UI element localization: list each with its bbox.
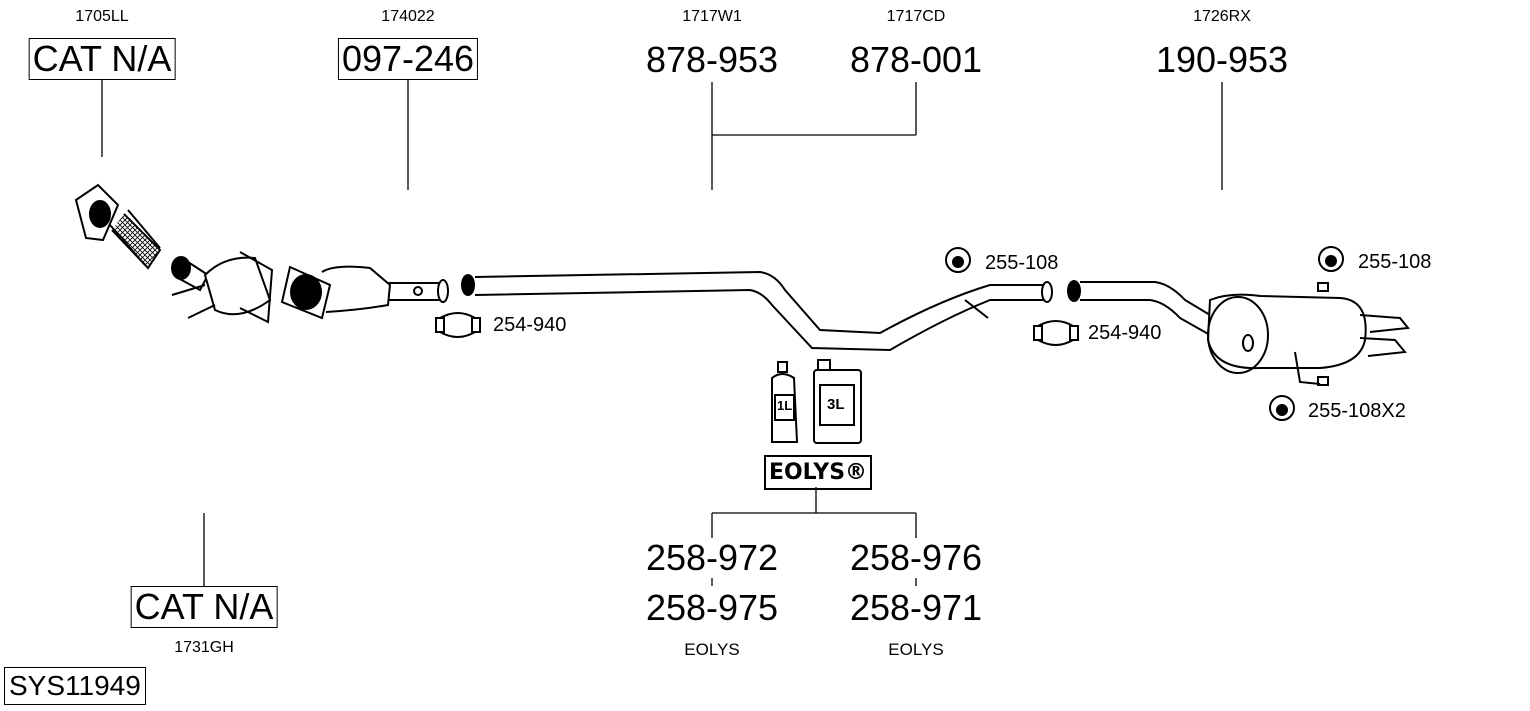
hanger-label-2[interactable]: 255-108	[1358, 251, 1432, 273]
hanger-label-1[interactable]: 255-108	[985, 252, 1059, 274]
rear-muffler-part	[1067, 280, 1410, 386]
hanger-label-3[interactable]: 255-108X2	[1308, 400, 1406, 422]
catalyst-2-part	[280, 265, 449, 320]
part-ref-1731gh: 1731GH	[174, 639, 234, 656]
bottle-1l-label: 1L	[777, 398, 793, 413]
leader-lines	[101, 80, 1223, 586]
clamp-label-2[interactable]: 254-940	[1088, 322, 1162, 344]
catalyst-1-part	[171, 251, 274, 324]
clamp-label-1[interactable]: 254-940	[493, 314, 567, 336]
bottle-3l-label: 3L	[827, 396, 845, 413]
part-number-878-953[interactable]: 878-953	[645, 39, 779, 80]
part-number-878-001[interactable]: 878-001	[849, 39, 983, 80]
part-ref-174022: 174022	[381, 8, 435, 25]
eolys-bottle-3l-icon	[813, 359, 862, 444]
part-number-cat-na-1[interactable]: CAT N/A	[28, 38, 176, 80]
part-ref-1705ll: 1705LL	[75, 8, 129, 25]
part-ref-1726rx: 1726RX	[1193, 8, 1251, 25]
part-ref-1717cd: 1717CD	[886, 8, 946, 25]
part-number-cat-na-2[interactable]: CAT N/A	[130, 586, 278, 628]
part-number-258-972[interactable]: 258-972	[645, 537, 779, 578]
rubber-hanger-icon	[1318, 246, 1344, 272]
clamp-icon	[435, 312, 481, 338]
rubber-hanger-icon	[945, 247, 971, 273]
part-ref-1717w1: 1717W1	[682, 8, 742, 25]
middle-pipe-part	[461, 270, 1053, 352]
rubber-hanger-icon	[1269, 395, 1295, 421]
eolys-caption-right: EOLYS	[888, 640, 944, 659]
eolys-brand-box: EOLYS®	[764, 455, 872, 490]
part-number-190-953[interactable]: 190-953	[1155, 39, 1289, 80]
flex-pipe-part	[74, 183, 162, 270]
part-number-258-975[interactable]: 258-975	[645, 587, 779, 628]
eolys-caption-left: EOLYS	[684, 640, 740, 659]
system-id: SYS11949	[4, 667, 146, 705]
eolys-bottle-1l-icon	[771, 361, 799, 443]
part-number-258-976[interactable]: 258-976	[849, 537, 983, 578]
part-number-258-971[interactable]: 258-971	[849, 587, 983, 628]
part-number-097-246[interactable]: 097-246	[337, 38, 479, 80]
clamp-icon	[1033, 320, 1079, 346]
